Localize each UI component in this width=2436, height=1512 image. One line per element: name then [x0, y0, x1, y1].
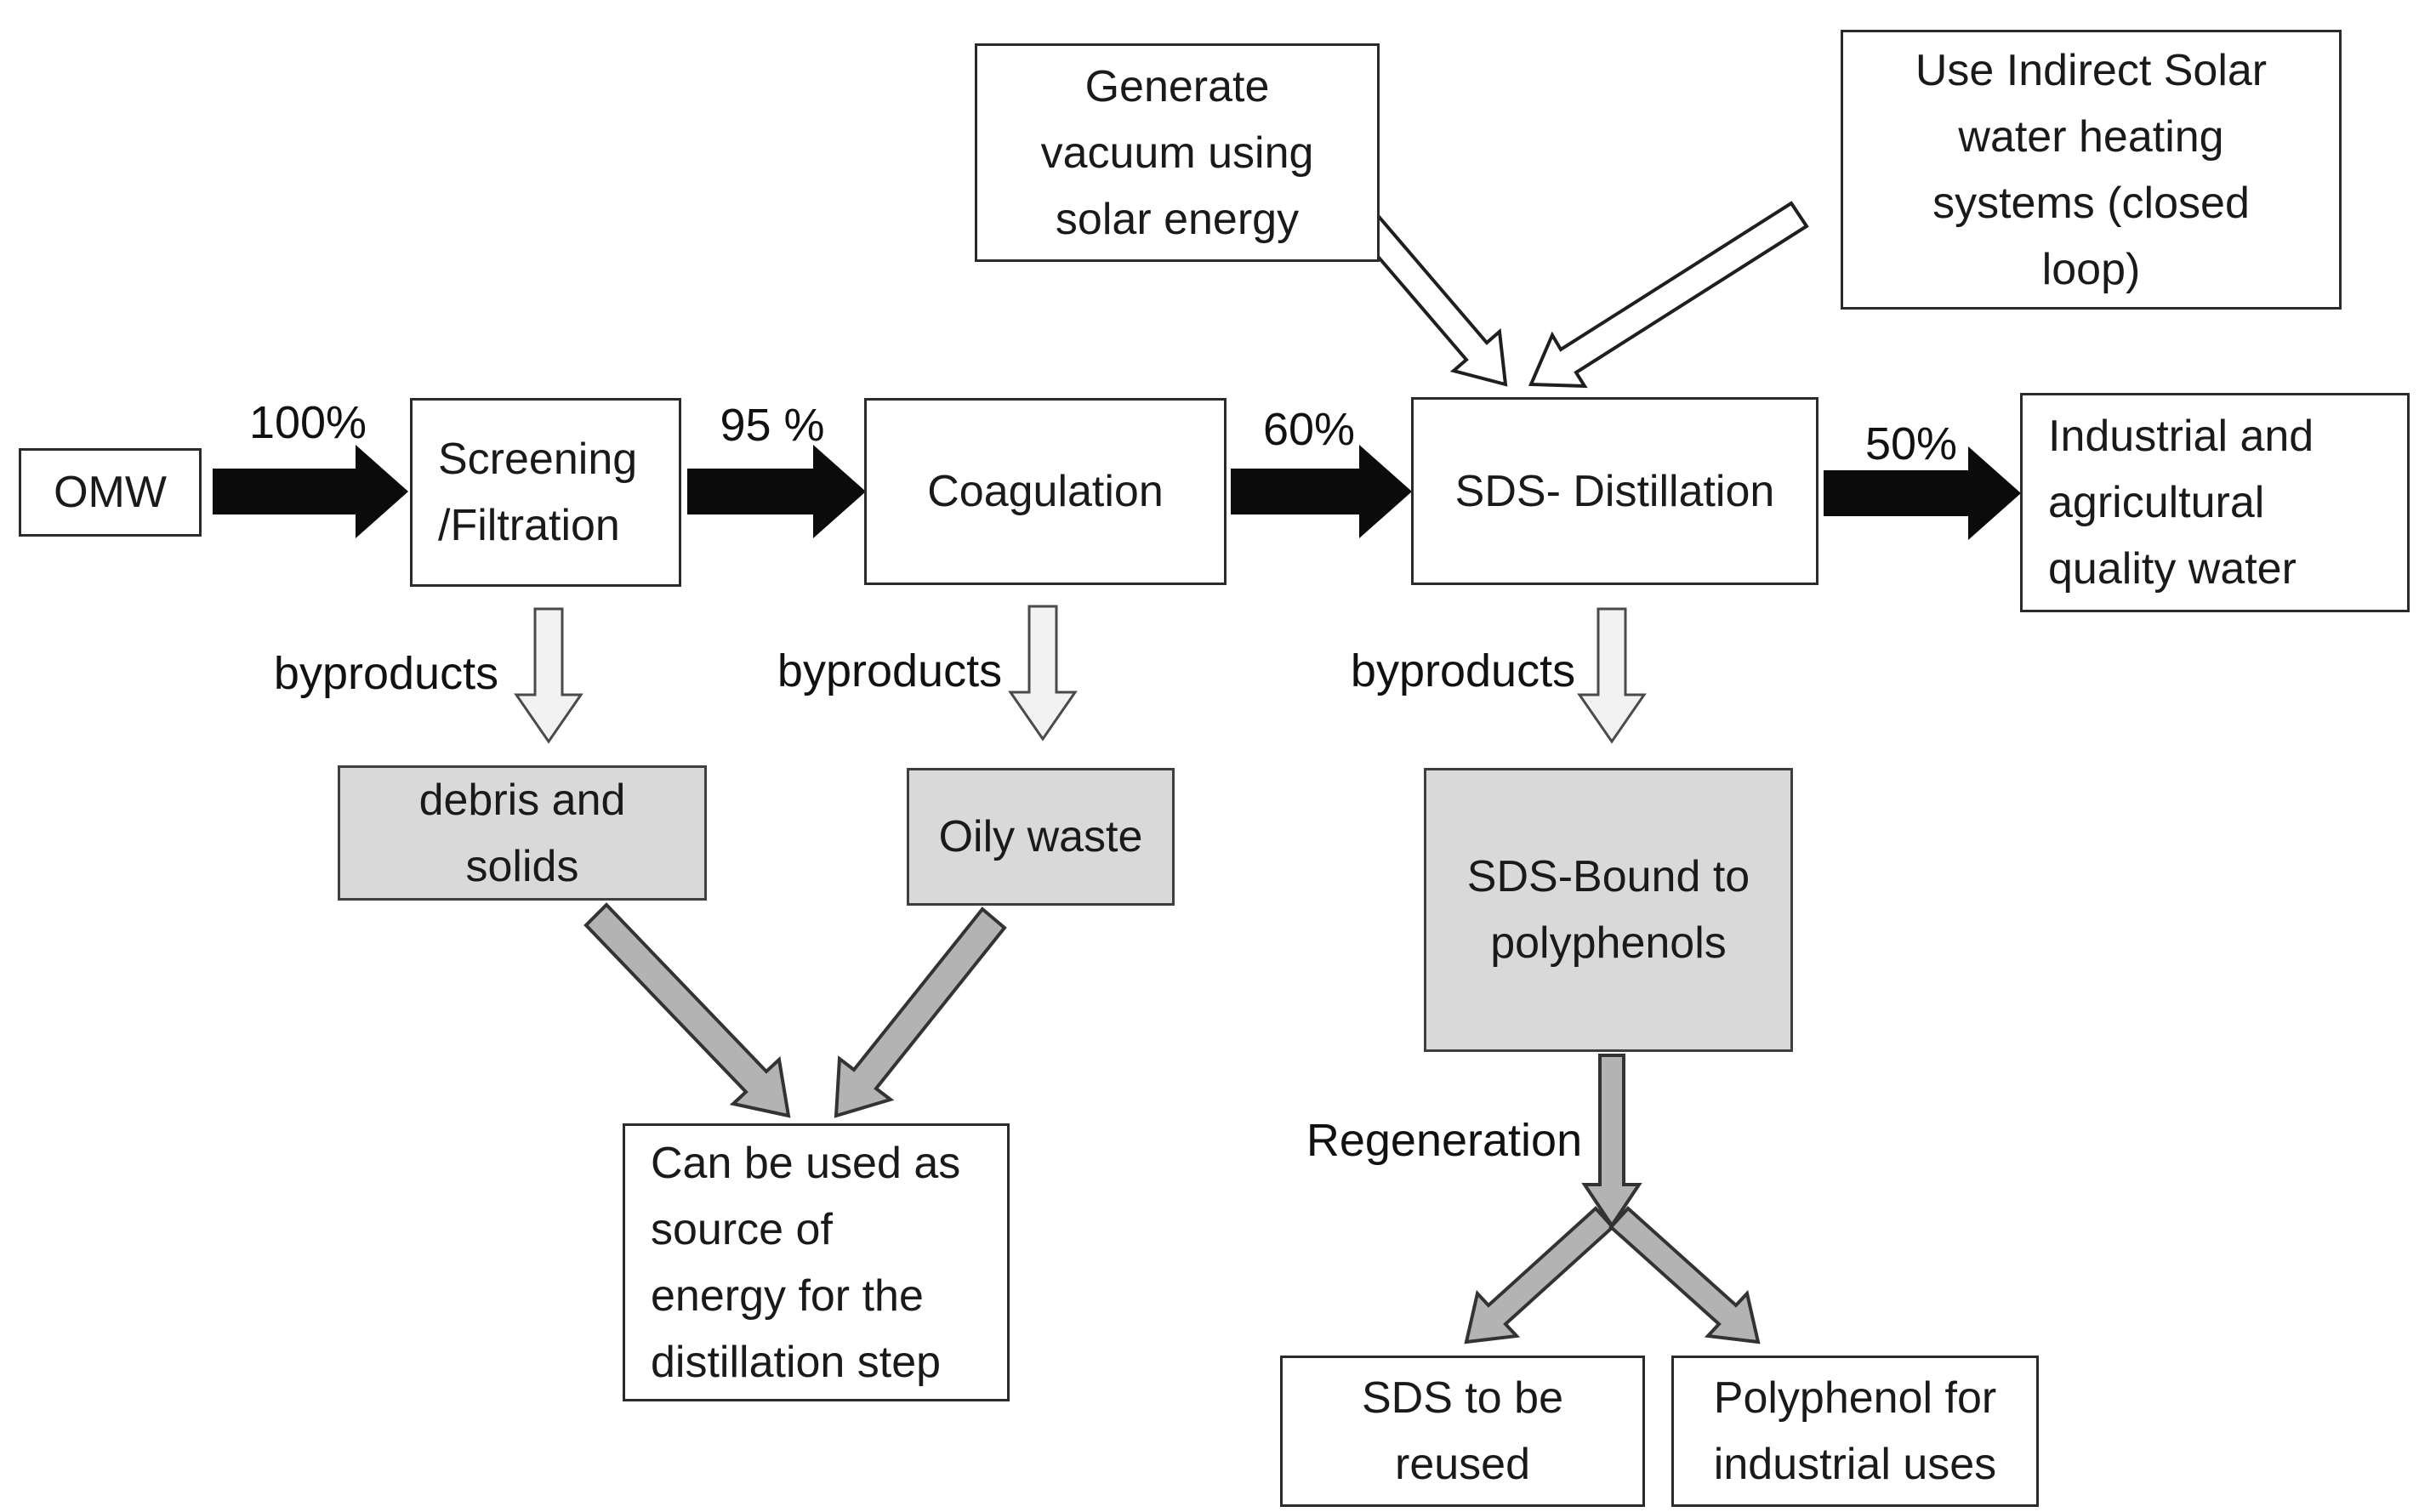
coagulation-box: Coagulation: [864, 398, 1227, 585]
oily-to-energy-arrow: [834, 907, 1007, 1118]
flow-arrow-sds-to-water: [1824, 446, 2021, 540]
debris-box-label: debris and solids: [418, 775, 626, 891]
pct-60-label: 60%: [1262, 404, 1356, 455]
pct-95-label: 95 %: [720, 400, 825, 451]
byproducts-label-sds: byproducts: [1350, 645, 1576, 696]
polyphenol-box-label: Polyphenol for industrial uses: [1713, 1373, 1997, 1489]
flow-arrow-omw-to-screening: [213, 445, 408, 538]
screening-box: Screening /Filtration: [410, 398, 681, 587]
sds-reused-box-label: SDS to be reused: [1361, 1373, 1564, 1489]
vacuum-box: Generate vacuum using solar energy: [975, 43, 1380, 262]
byproduct-arrow-sds: [1577, 607, 1647, 744]
solar-heating-arrow: [1528, 201, 1809, 389]
oily-waste-box: Oily waste: [907, 768, 1175, 906]
coagulation-box-label: Coagulation: [927, 467, 1164, 516]
byproduct-arrow-coagulation: [1008, 605, 1078, 742]
energy-use-box-label: Can be used as source of energy for the …: [651, 1138, 961, 1387]
energy-use-box: Can be used as source of energy for the …: [623, 1123, 1010, 1401]
flow-arrow-coagulation-to-sds: [1231, 445, 1412, 538]
screening-box-label: Screening /Filtration: [438, 435, 638, 550]
regeneration-arrow: [1581, 1054, 1642, 1229]
flow-arrow-screening-to-coagulation: [687, 445, 866, 538]
oily-waste-box-label: Oily waste: [938, 812, 1143, 861]
solar-heating-box-label: Use Indirect Solar water heating systems…: [1915, 45, 2268, 294]
debris-box: debris and solids: [338, 765, 707, 901]
regeneration-label: Regeneration: [1306, 1115, 1583, 1166]
water-quality-box-label: Industrial and agricultural quality wate…: [2048, 412, 2314, 594]
sds-bound-box-label: SDS-Bound to polyphenols: [1466, 852, 1750, 968]
pct-100-label: 100%: [248, 397, 367, 448]
sds-bound-box: SDS-Bound to polyphenols: [1424, 768, 1793, 1052]
vacuum-box-label: Generate vacuum using solar energy: [1040, 61, 1314, 244]
solar-vacuum-arrow: [1352, 210, 1508, 387]
sds-distillation-box: SDS- Distillation: [1411, 397, 1818, 585]
omw-box-label: OMW: [54, 468, 167, 517]
polyphenol-box: Polyphenol for industrial uses: [1671, 1356, 2039, 1507]
pct-50-label: 50%: [1864, 418, 1958, 469]
byproducts-label-screening: byproducts: [273, 648, 499, 699]
sds-reused-box: SDS to be reused: [1280, 1356, 1645, 1507]
water-quality-box: Industrial and agricultural quality wate…: [2020, 393, 2410, 612]
byproducts-label-coagulation: byproducts: [777, 645, 1003, 696]
regeneration-split-left-arrow: [1464, 1206, 1615, 1344]
debris-to-energy-arrow: [583, 902, 791, 1118]
solar-heating-box: Use Indirect Solar water heating systems…: [1841, 30, 2342, 310]
byproduct-arrow-screening: [514, 607, 583, 744]
regeneration-split-right-arrow: [1608, 1206, 1761, 1344]
sds-distillation-box-label: SDS- Distillation: [1454, 466, 1775, 516]
omw-box: OMW: [19, 448, 202, 537]
